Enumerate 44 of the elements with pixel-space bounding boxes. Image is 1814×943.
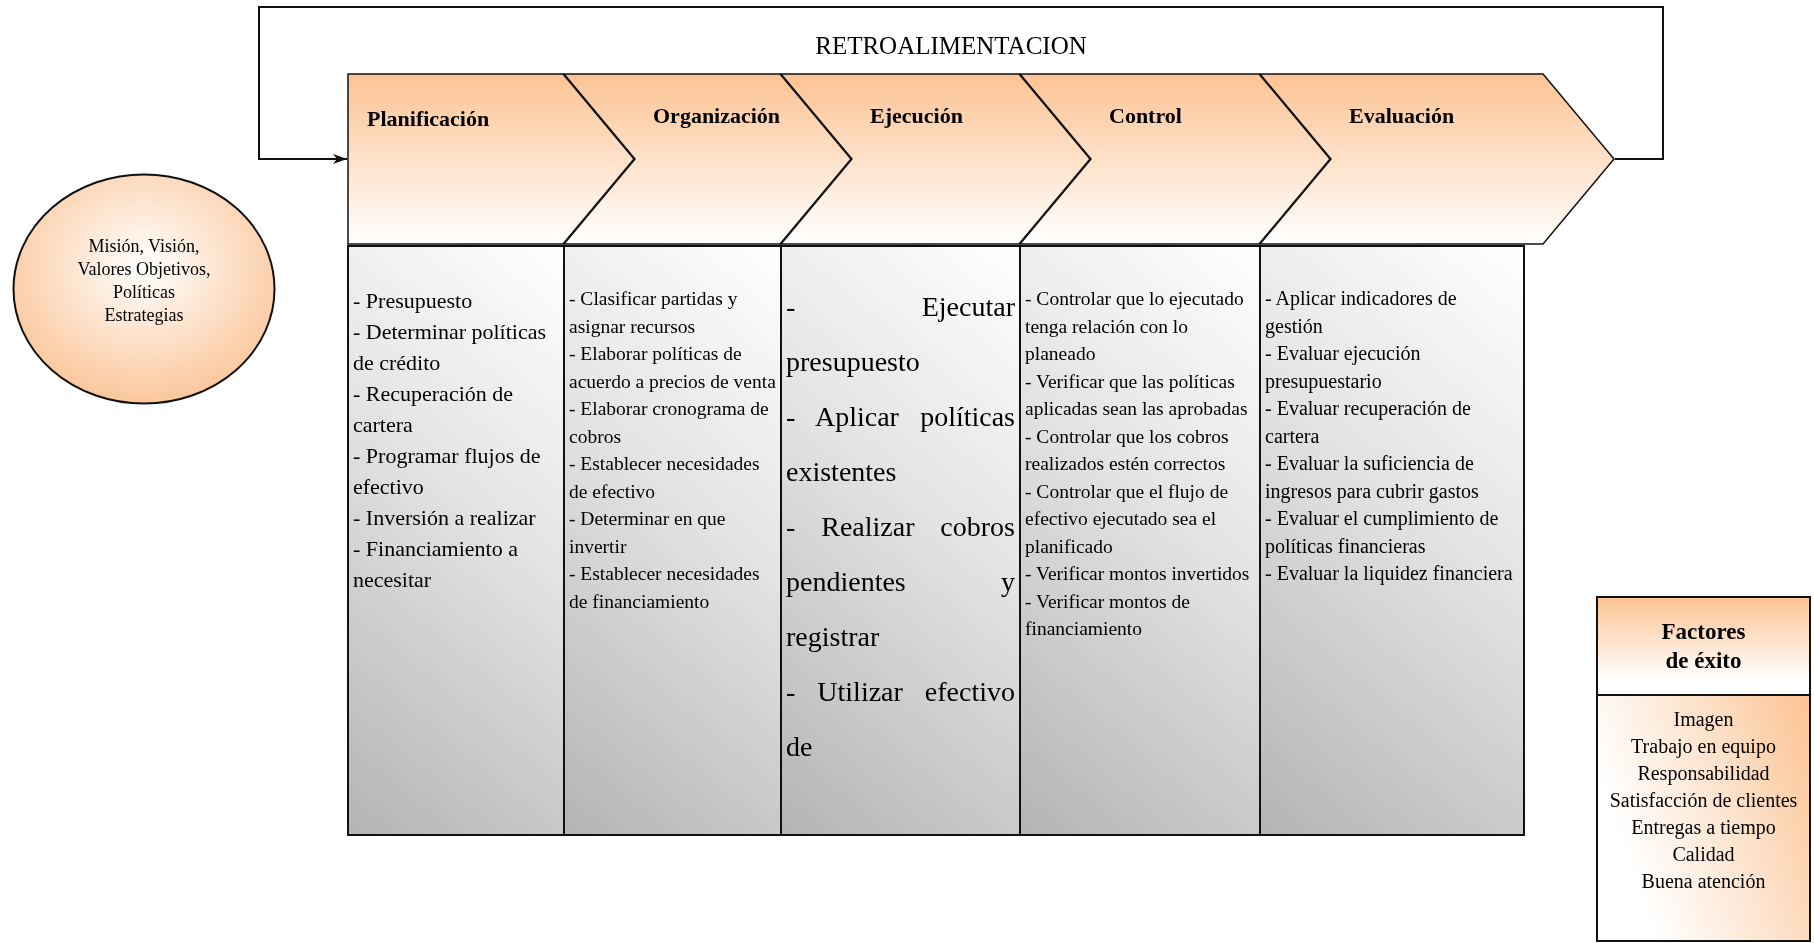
bullet-item: - Ejecutar presupuesto [786,290,1015,379]
bullet-item: - Controlar que el flujo de efectivo ejecutado sea el planificado [1025,479,1230,559]
panel-heading: Factores de éxito [1660,618,1747,675]
bullet-item: - Inversión a realizar [353,504,537,532]
bullet-item: - Evaluar el cumplimiento de políticas financieras [1265,506,1500,560]
bullet-item: - Aplicar indicadores de gestión [1265,286,1458,340]
bullet-item: - Verificar que las políticas aplicadas sean las aprobadas [1025,369,1249,421]
bullet-item: - Evaluar la suficiencia de ingresos para cubrir gastos [1265,451,1480,505]
list-item: Responsabilidad [1636,761,1771,787]
bullet-item: - Establecer necesidades de efectivo [569,452,761,504]
bullet-item: - Verificar montos invertidos [1025,562,1251,586]
stage-title: Organización [653,103,781,129]
bullet-item: - Aplicar políticas existentes [786,400,1015,489]
bullet-item: - Programar flujos de efectivo [353,442,542,501]
bullet-item: - Evaluar ejecución presupuestario [1265,341,1422,395]
bullet-item: - Evaluar recuperación de cartera [1265,396,1472,449]
bullet-item: - Realizar cobros pendientes y registrar [786,510,1015,654]
bullet-item: - Verificar montos de financiamiento [1025,589,1191,641]
stage-title: Planificación [367,106,490,132]
bullet-item: - Controlar que los cobros realizados estén correctos [1025,424,1230,476]
stage-title: Control [1109,103,1182,129]
bullet-item: - Recuperación de cartera [353,380,515,439]
stage-title: Evaluación [1349,103,1455,129]
list-item: Satisfacción de clientes [1608,788,1799,813]
bullet-item: - Financiamiento a necesitar [353,535,519,594]
bullet-item: - Controlar que lo ejecutado tenga relación con lo planeado [1025,287,1245,366]
bullet-item: - Utilizar efectivo de [786,675,1015,764]
feedback-arrow [258,6,1664,164]
bullet-item: - Determinar en que invertir [569,507,727,559]
stage-title: Ejecución [870,103,963,129]
bullet-item: - Presupuesto [353,287,474,315]
bullet-item: - Determinar políticas de crédito [353,318,548,377]
list-item: Trabajo en equipo [1630,734,1777,760]
list-item: Calidad [1671,842,1736,867]
bullet-item: - Elaborar cronograma de cobros [569,397,770,449]
bullet-item: - Evaluar la liquidez financiera [1265,561,1514,587]
bullet-item: - Elaborar políticas de acuerdo a precios de venta [569,342,776,394]
list-item: Imagen [1672,707,1735,733]
list-item: Buena atención [1640,869,1767,894]
bullet-item: - Establecer necesidades de financiamiento [569,562,761,614]
node-text: Misión, Visión, Valores Objetivos, Políticas Estrategias [76,235,212,327]
list-item: Entregas a tiempo [1630,815,1777,841]
bullet-item: - Clasificar partidas y asignar recursos [569,287,739,339]
factors-panel [1596,596,1811,942]
